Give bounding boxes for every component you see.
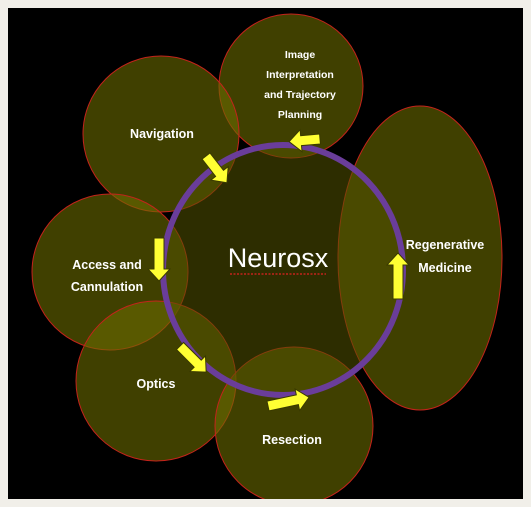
node-circle-navigation bbox=[82, 55, 240, 213]
block-arrow-icon bbox=[175, 341, 207, 373]
node-label-resection: Resection bbox=[262, 433, 322, 447]
node-label-line: and Trajectory bbox=[264, 89, 336, 101]
node-label-line: Cannulation bbox=[71, 280, 143, 294]
node-label-optics: Optics bbox=[137, 377, 176, 391]
block-arrow-icon bbox=[146, 237, 172, 282]
center-label: Neurosx bbox=[228, 243, 329, 273]
block-arrow-icon bbox=[201, 152, 229, 184]
block-arrow-icon bbox=[266, 387, 310, 412]
node-label-line: Regenerative bbox=[406, 238, 485, 252]
node-label-line: Planning bbox=[278, 109, 322, 121]
node-circle-image-planning bbox=[218, 13, 364, 159]
block-arrow-icon bbox=[288, 128, 321, 153]
node-label-image-planning: Image Interpretation and Trajectory Plan… bbox=[264, 49, 336, 121]
node-label-line: Image bbox=[285, 49, 316, 61]
node-label-navigation: Navigation bbox=[130, 127, 194, 141]
neurosx-diagram: Neurosx Image Interpretation and Traject… bbox=[8, 8, 523, 499]
block-arrow-icon bbox=[385, 252, 411, 300]
node-label-line: Interpretation bbox=[266, 69, 334, 81]
node-label-access: Access and Cannulation bbox=[71, 258, 143, 294]
node-label-line: Medicine bbox=[418, 261, 472, 275]
flow-arrows bbox=[146, 128, 411, 412]
node-label-regenerative: Regenerative Medicine bbox=[406, 238, 485, 275]
node-label-line: Access and bbox=[72, 258, 141, 272]
